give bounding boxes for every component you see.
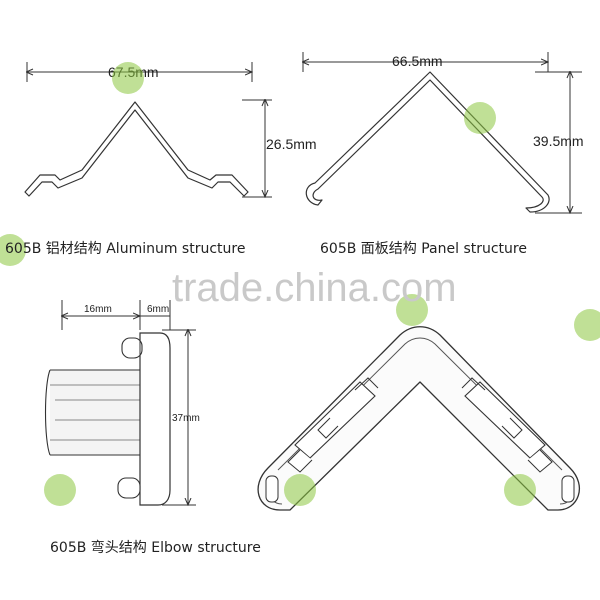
panel-width-label: 66.5mm [392, 53, 443, 69]
panel-height-label: 39.5mm [533, 133, 584, 149]
panel-height-dimension: 39.5mm [533, 72, 584, 213]
elbow-top-dimensions: 16mm 6mm [62, 300, 171, 330]
watermark-logos [0, 62, 600, 506]
aluminum-height-dimension: 26.5mm [242, 100, 317, 197]
elbow-height-label: 37mm [172, 413, 200, 424]
panel-profile-drawing [305, 71, 550, 213]
elbow-caption: 605B 弯头结构 Elbow structure [50, 540, 261, 556]
aluminum-height-label: 26.5mm [266, 136, 317, 152]
elbow-right-width-label: 6mm [147, 304, 169, 315]
aluminum-caption: 605B 铝材结构 Aluminum structure [5, 241, 246, 257]
watermark-text: trade.china.com [172, 266, 457, 310]
panel-caption: 605B 面板结构 Panel structure [320, 241, 527, 257]
elbow-height-dimension: 37mm [162, 330, 200, 505]
elbow-side-drawing [44, 332, 171, 506]
elbow-left-width-label: 16mm [84, 304, 112, 315]
panel-width-dimension: 66.5mm [303, 52, 548, 72]
aluminum-profile-drawing [24, 101, 249, 197]
elbow-connector-drawing [257, 326, 580, 511]
